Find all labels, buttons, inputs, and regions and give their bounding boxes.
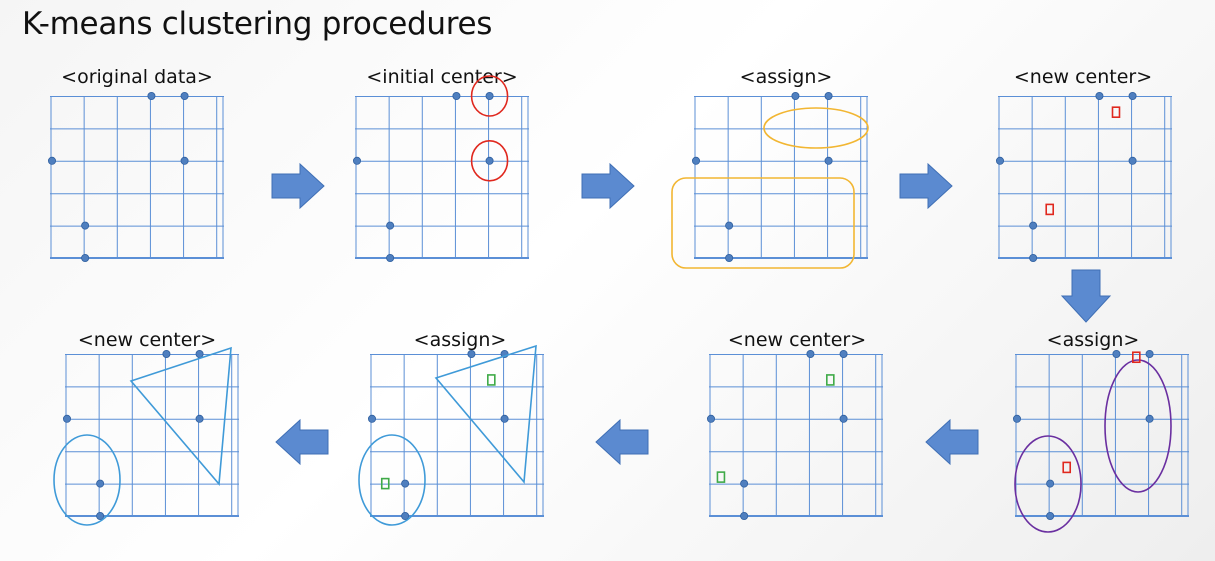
data-point [368, 414, 376, 423]
data-point [195, 414, 204, 423]
cluster-boundary-orange [671, 177, 855, 269]
data-point [96, 479, 105, 488]
stage-label-assign-1: <assign> [739, 66, 833, 88]
grid-new-center-2 [707, 350, 883, 520]
data-point [147, 92, 156, 100]
left-arrow-icon [925, 418, 979, 466]
data-point [1095, 92, 1104, 100]
right-arrow-icon [271, 162, 325, 210]
arrow-shape [595, 418, 649, 466]
data-point [81, 221, 90, 230]
data-point [81, 253, 90, 262]
data-point [1029, 221, 1038, 230]
data-point [48, 156, 56, 165]
stage-label-new-center-2: <new center> [727, 329, 867, 351]
data-point [1128, 156, 1137, 165]
data-point [740, 479, 749, 488]
stage-label-assign-3: <assign> [413, 329, 507, 351]
data-point [500, 414, 509, 423]
data-point [740, 511, 749, 520]
left-arrow-icon [595, 418, 649, 466]
data-point [485, 156, 494, 165]
grid-initial-center [353, 75, 529, 262]
data-point [353, 156, 361, 165]
stage-label-original-data: <original data> [61, 66, 213, 88]
data-point [1046, 479, 1055, 488]
stage-label-new-center-3: <new center> [77, 329, 217, 351]
cluster-boundary-blue [129, 346, 232, 486]
cluster-center-marker [1132, 351, 1141, 364]
initial-center-circle [470, 140, 509, 182]
data-point [791, 92, 800, 100]
stage-label-assign-2: <assign> [1046, 329, 1140, 351]
down-arrow-icon [1060, 269, 1112, 323]
data-point [824, 156, 833, 165]
data-point [1013, 414, 1021, 423]
data-point [996, 156, 1004, 165]
stage-label-new-center-1: <new center> [1013, 66, 1153, 88]
grid-assign-2 [1013, 350, 1189, 533]
data-point [725, 221, 734, 230]
arrow-shape [271, 162, 325, 210]
data-point [386, 253, 395, 262]
page-title: K-means clustering procedures [22, 6, 493, 42]
data-point [707, 414, 715, 423]
grid-original-data [48, 92, 224, 262]
data-point [485, 92, 494, 100]
cluster-center-marker [826, 374, 835, 386]
arrow-shape [925, 418, 979, 466]
arrow-shape [581, 162, 635, 210]
cluster-center-marker [1062, 461, 1072, 474]
data-point [692, 156, 700, 165]
right-arrow-icon [581, 162, 635, 210]
data-point [725, 253, 734, 262]
grid-new-center-1 [996, 92, 1172, 262]
cluster-center-marker [1111, 106, 1121, 118]
cluster-boundary-purple [1014, 435, 1082, 533]
data-point [386, 221, 395, 230]
data-point [96, 511, 105, 520]
arrow-shape [1060, 269, 1112, 323]
cluster-center-marker [1045, 203, 1055, 216]
data-point [839, 350, 848, 358]
cluster-boundary-blue [53, 434, 121, 526]
stage-label-initial-center: <initial center> [366, 66, 518, 88]
arrow-shape [275, 418, 329, 466]
arrow-shape [899, 162, 953, 210]
data-point [1029, 253, 1038, 262]
cluster-boundary-purple [1104, 359, 1172, 493]
cluster-center-marker [380, 477, 390, 490]
grid-assign-3 [358, 344, 544, 526]
right-arrow-icon [899, 162, 953, 210]
cluster-boundary-blue [358, 434, 426, 526]
data-point [63, 414, 71, 423]
initial-center-circle [470, 75, 509, 117]
cluster-center-marker [487, 374, 496, 386]
cluster-center-marker [716, 471, 726, 483]
left-arrow-icon [275, 418, 329, 466]
data-point [1145, 350, 1154, 358]
grid-assign-1 [671, 92, 869, 269]
data-point [1112, 350, 1121, 358]
cluster-boundary-blue [434, 344, 537, 484]
cluster-boundary-orange [763, 107, 869, 149]
grid-new-center-3 [53, 346, 239, 526]
data-point [180, 156, 189, 165]
data-point [180, 92, 189, 100]
data-point [452, 92, 461, 100]
data-point [1128, 92, 1137, 100]
data-point [1145, 414, 1154, 423]
data-point [1046, 511, 1055, 520]
data-point [401, 511, 410, 520]
data-point [195, 350, 204, 358]
data-point [824, 92, 833, 100]
data-point [467, 350, 476, 358]
data-point [839, 414, 848, 423]
data-point [162, 350, 171, 358]
data-point [401, 479, 410, 488]
data-point [806, 350, 815, 358]
